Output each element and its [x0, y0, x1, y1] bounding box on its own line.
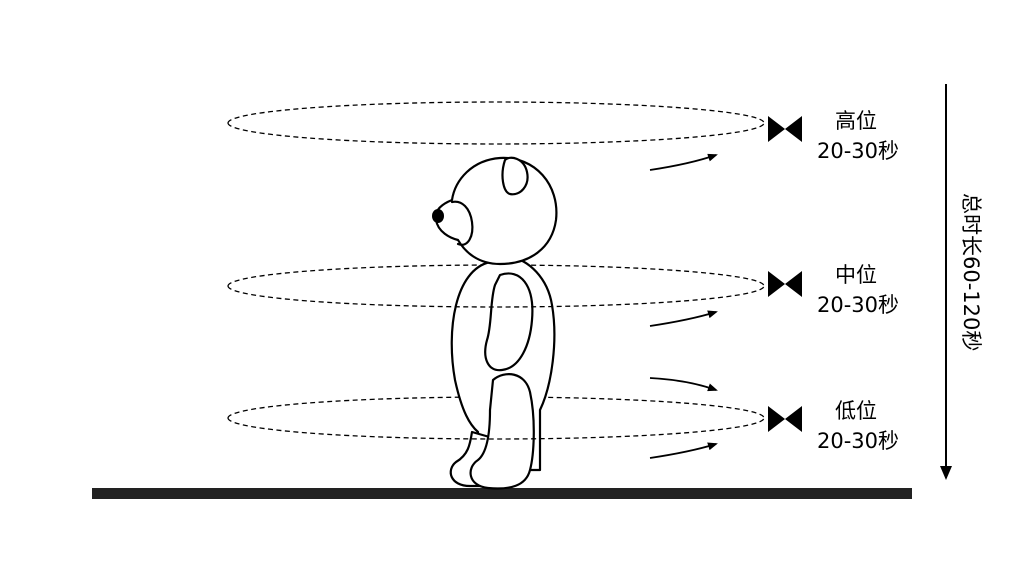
- level-high-name: 高位: [835, 109, 877, 133]
- bear-arm: [484, 272, 534, 372]
- total-duration-label: 总时长60-120秒: [959, 193, 983, 351]
- arrow-high: [649, 153, 718, 171]
- rings-front: [227, 122, 765, 440]
- rotation-arrows: [649, 153, 718, 459]
- level-low-name: 低位: [835, 399, 877, 423]
- bowtie-markers: [768, 116, 802, 432]
- arrow-low-1: [649, 377, 718, 392]
- level-low-duration: 20-30秒: [817, 429, 899, 453]
- bowtie-icon: [768, 406, 802, 432]
- level-labels: 高位 20-30秒 中位 20-30秒 低位 20-30秒: [817, 109, 899, 453]
- arrow-low-2: [649, 442, 718, 459]
- rings-back: [227, 101, 765, 419]
- arrow-mid: [649, 310, 718, 327]
- level-mid-name: 中位: [835, 263, 877, 287]
- bear-muzzle: [450, 200, 474, 246]
- bear-leg-front: [469, 373, 535, 490]
- level-mid-duration: 20-30秒: [817, 293, 899, 317]
- bowtie-icon: [768, 271, 802, 297]
- teddy-bear: [432, 156, 558, 490]
- bear-ear: [501, 156, 529, 196]
- bowtie-icon: [768, 116, 802, 142]
- bear-head: [434, 156, 558, 266]
- bear-nose: [432, 209, 444, 223]
- ground-bar: [92, 488, 912, 499]
- level-high-duration: 20-30秒: [817, 139, 899, 163]
